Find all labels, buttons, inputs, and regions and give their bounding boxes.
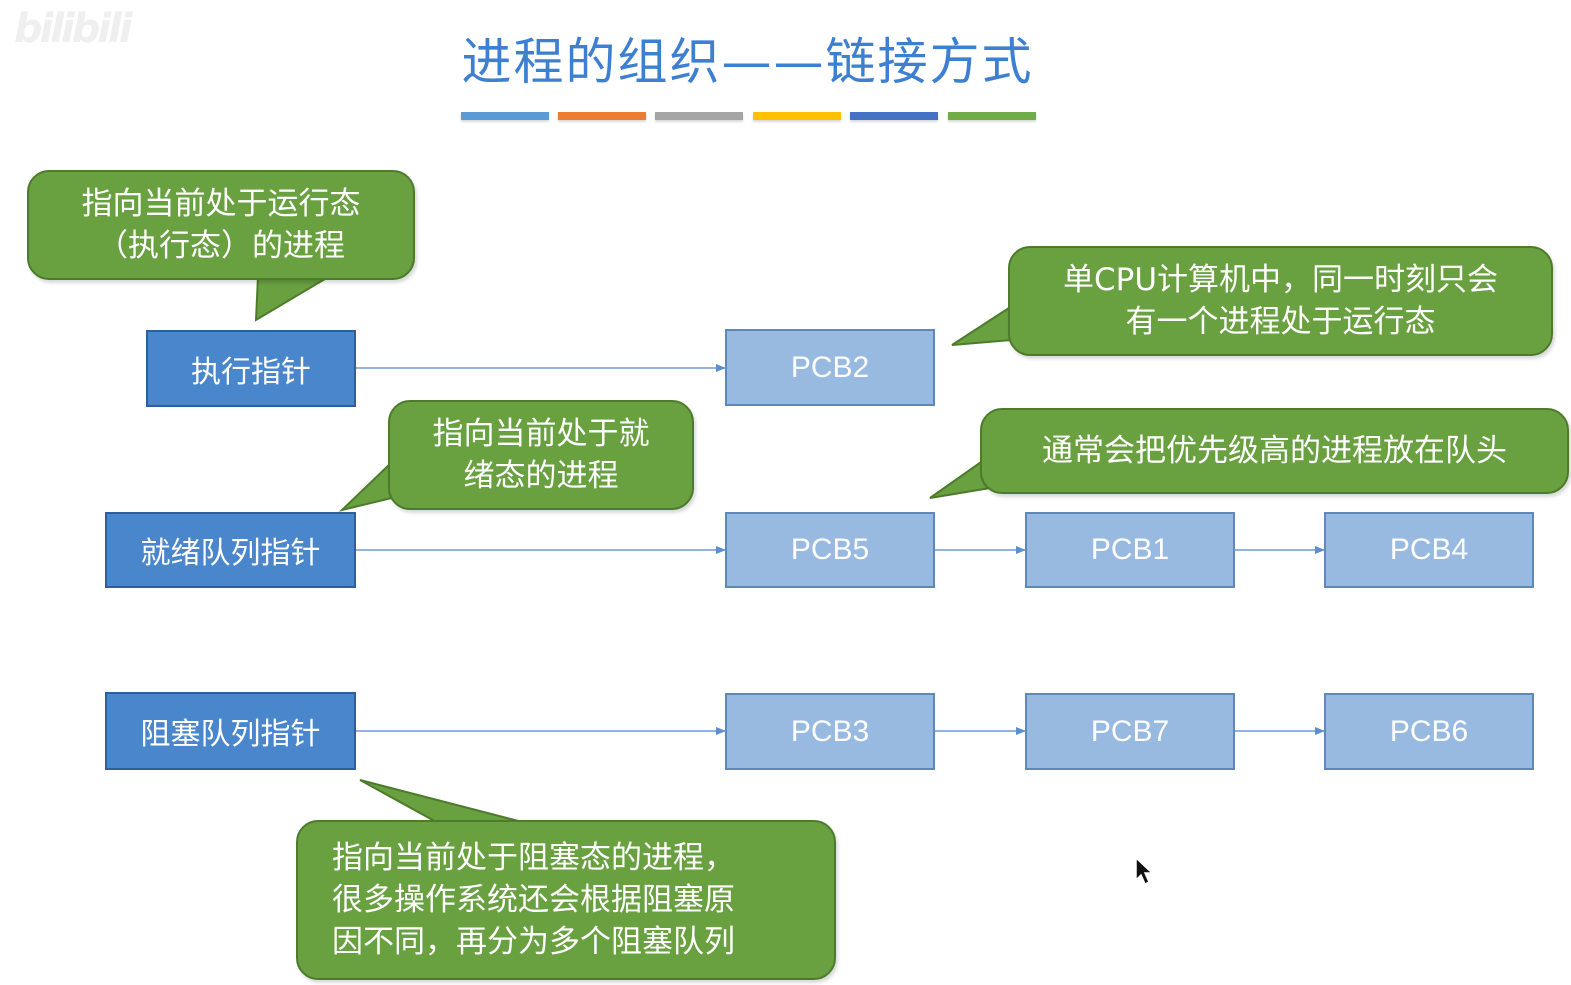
callout-line: （执行态）的进程: [97, 228, 345, 264]
callout-line: 通常会把优先级高的进程放在队头: [1042, 433, 1507, 469]
callout-line: 指向当前处于运行态: [81, 186, 361, 222]
pcb-box: PCB4: [1324, 512, 1534, 588]
callout-line: 因不同，再分为多个阻塞队列: [332, 924, 735, 960]
pcb-box: PCB7: [1025, 693, 1235, 770]
callout-line: 单CPU计算机中，同一时刻只会: [1062, 262, 1499, 298]
underline-bar-blue: [461, 112, 549, 120]
page-title: 进程的组织——链接方式: [461, 33, 1034, 91]
callout-blocked-pointer: 指向当前处于阻塞态的进程， 很多操作系统还会根据阻塞原 因不同，再分为多个阻塞队…: [296, 820, 836, 980]
callout-line: 很多操作系统还会根据阻塞原: [332, 882, 735, 918]
pcb-box: PCB6: [1324, 693, 1534, 770]
pcb-box: PCB1: [1025, 512, 1235, 588]
callout-line: 绪态的进程: [463, 458, 619, 494]
bilibili-watermark: bilibili: [14, 6, 133, 52]
callout-ready-pointer: 指向当前处于就 绪态的进程: [388, 400, 694, 510]
underline-bar-yellow: [753, 112, 841, 120]
pcb-box: PCB3: [725, 693, 935, 770]
callout-running-pointer: 指向当前处于运行态 （执行态）的进程: [27, 170, 415, 280]
callout-tail-blocked-pointer: [359, 779, 531, 825]
underline-bar-orange: [558, 112, 646, 120]
callout-line: 有一个进程处于运行态: [1125, 304, 1436, 340]
pcb-box: PCB5: [725, 512, 935, 588]
callout-tail-single-cpu: [951, 304, 1013, 346]
mouse-cursor-icon: [1135, 856, 1154, 886]
underline-bar-darkblue: [850, 112, 938, 120]
running-pointer-box: 执行指针: [146, 330, 356, 407]
callout-priority: 通常会把优先级高的进程放在队头: [980, 408, 1569, 494]
callout-line: 指向当前处于就: [432, 416, 650, 452]
pcb-box: PCB2: [725, 329, 935, 406]
callout-single-cpu: 单CPU计算机中，同一时刻只会 有一个进程处于运行态: [1008, 246, 1553, 356]
underline-bar-gray: [655, 112, 743, 120]
underline-bar-green: [948, 112, 1036, 120]
callout-tail-running-pointer: [254, 275, 334, 322]
callout-line: 指向当前处于阻塞态的进程，: [332, 840, 735, 876]
blocked-queue-pointer-box: 阻塞队列指针: [105, 692, 356, 770]
ready-queue-pointer-box: 就绪队列指针: [105, 512, 356, 588]
